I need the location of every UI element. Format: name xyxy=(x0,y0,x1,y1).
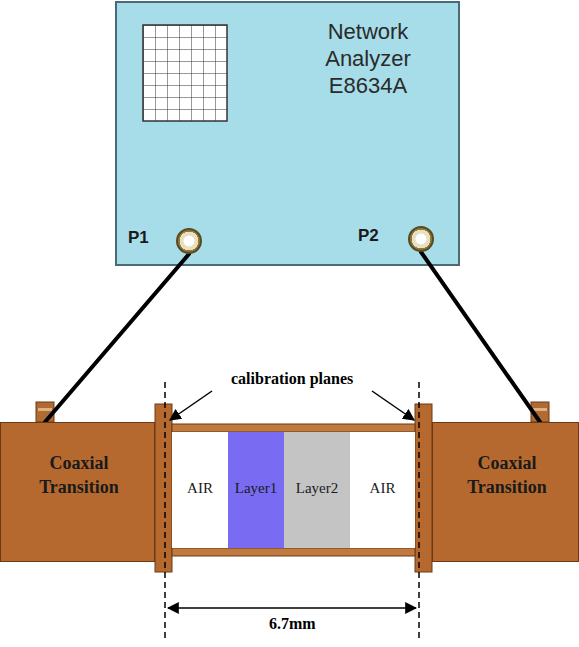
layer-label: AIR xyxy=(172,480,228,497)
waveguide-wall xyxy=(172,424,415,432)
coaxial-transition: Coaxial Transition xyxy=(432,422,579,562)
layer-label: Layer2 xyxy=(284,480,350,497)
flange xyxy=(155,404,172,572)
screen-grid xyxy=(143,25,227,121)
port: P1 xyxy=(176,228,202,254)
coax-stub-ring xyxy=(38,408,52,411)
air-section: AIR xyxy=(350,432,415,548)
node-text: Network Analyzer E8634A xyxy=(298,18,438,99)
dimension-arrow xyxy=(168,607,416,609)
coax-cable xyxy=(421,252,540,422)
leader-arrow xyxy=(372,391,414,420)
calibration-plane xyxy=(418,382,420,642)
layer-label: AIR xyxy=(350,480,415,497)
node-text: Coaxial Transition xyxy=(452,451,562,499)
calibration-plane xyxy=(164,382,166,642)
layer-two: Layer2 xyxy=(284,432,350,548)
port-label: P2 xyxy=(358,226,379,246)
port-label: P1 xyxy=(128,228,149,248)
annotation: calibration planes xyxy=(229,370,355,388)
waveguide-wall xyxy=(172,548,415,556)
coax-cable xyxy=(45,254,189,422)
layer-one: Layer1 xyxy=(228,432,284,548)
coax-stub-ring xyxy=(533,408,547,411)
coaxial-transition: Coaxial Transition xyxy=(0,422,155,562)
analyzer-body xyxy=(116,2,459,265)
network-analyzer: Network Analyzer E8634A P1 P2 xyxy=(116,2,459,265)
leader-arrow xyxy=(170,391,212,420)
flange xyxy=(415,404,432,572)
node-text: Coaxial Transition xyxy=(24,451,134,499)
dimension-label: 6.7mm xyxy=(267,615,318,633)
layer-label: Layer1 xyxy=(228,480,284,497)
port: P2 xyxy=(408,226,434,252)
air-section: AIR xyxy=(172,432,228,548)
